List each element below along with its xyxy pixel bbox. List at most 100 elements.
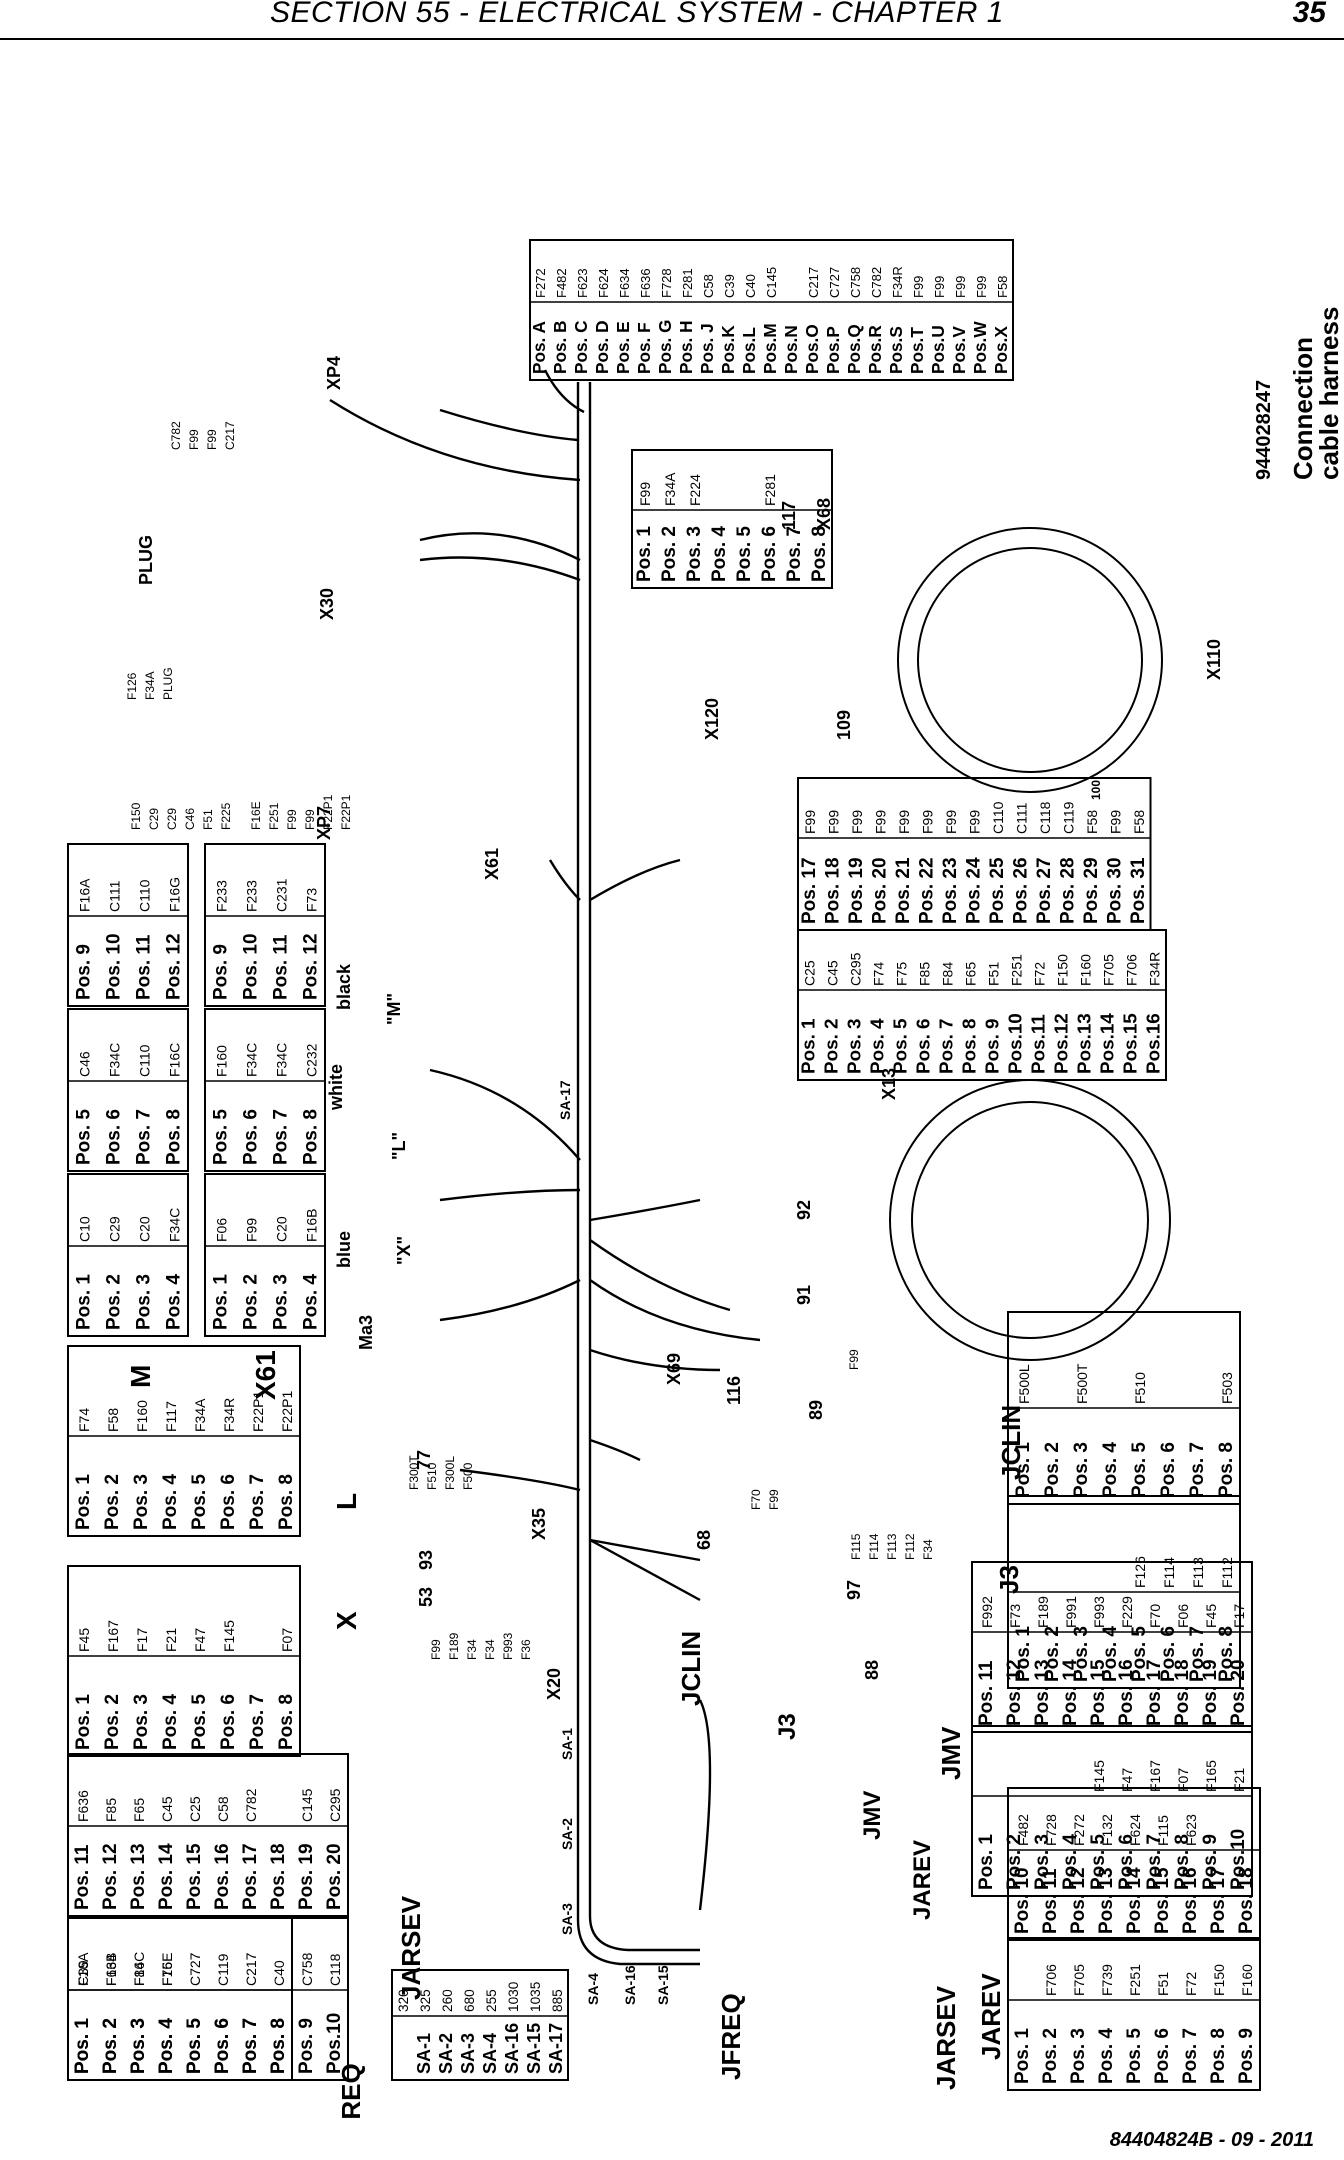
table-pos-label: Pos. 10 xyxy=(104,933,125,1000)
label-jfreq: JFREQ xyxy=(336,2063,366,2120)
xp4-wire-label: C782 xyxy=(169,421,183,450)
table-pos-label: Pos. 14 xyxy=(1060,1659,1081,1726)
table-code-value: F74 xyxy=(871,962,887,986)
table-pos-label: Pos. 3 xyxy=(1032,1834,1053,1890)
label-jarev-connector: JAREV xyxy=(909,1840,936,1920)
c97-wire-label: F113 xyxy=(885,1533,899,1560)
table-code-value: F233 xyxy=(244,880,260,912)
table-code-value: F17 xyxy=(134,1628,150,1652)
table-code-value: F16A xyxy=(75,1952,91,1986)
table-pos-label: Pos. 6 xyxy=(212,2018,233,2074)
table-pos-label: Pos.K xyxy=(718,325,738,374)
table-pos-label: Pos. 4 xyxy=(1100,1442,1121,1498)
table-pos-label: Pos. 5 xyxy=(1129,1626,1150,1682)
label-m: M xyxy=(125,1365,156,1388)
x20-wire-label: F36 xyxy=(519,1639,533,1660)
table-code-value: F705 xyxy=(1101,954,1117,986)
table-pos-label: Pos. 4 xyxy=(160,1694,181,1750)
table-code-value: F636 xyxy=(638,268,653,298)
table-pos-label: Pos. 26 xyxy=(1010,857,1031,924)
x20-wire-label: F34 xyxy=(483,1639,497,1660)
table-code-value: F16C xyxy=(131,1952,147,1986)
table-pos-label: Pos. 13 xyxy=(1096,1867,1117,1934)
table-code-value: F58 xyxy=(995,276,1010,298)
table-code-value: F500T xyxy=(1074,1363,1090,1404)
table-pos-label: Pos. 8 xyxy=(1216,1626,1237,1682)
table-pos-label: Pos. 2 xyxy=(821,1018,842,1074)
table-pos-label: Pos. 16 xyxy=(212,1843,233,1910)
table-code-value: F75 xyxy=(894,962,910,986)
connector-label-c92: 92 xyxy=(794,1200,814,1220)
table-code-value: C25 xyxy=(802,960,818,986)
table-pos-label: Pos. E xyxy=(613,321,633,374)
x110-connector xyxy=(897,527,1163,793)
table-code-value: F99 xyxy=(872,810,888,834)
table-pos-label: Pos.10 xyxy=(1005,1013,1026,1074)
table-code-value: F99 xyxy=(244,1218,260,1242)
table-code-value: C20 xyxy=(137,1216,153,1242)
table-pos-label: Pos. 3 xyxy=(271,1274,292,1330)
table-code-value: F112 xyxy=(1219,1557,1235,1588)
table-code-value: 255 xyxy=(484,1989,499,2012)
splice-label: SA-16 xyxy=(622,1965,638,2005)
connector-label-x20: X20 xyxy=(544,1668,564,1700)
table-code-value: C29 xyxy=(107,1216,123,1242)
table-pos-label: Pos. 13 xyxy=(128,1843,149,1910)
table-code-value: F272 xyxy=(1071,1814,1087,1846)
table-code-value: F281 xyxy=(762,474,778,506)
table-pos-label: Pos. 1 xyxy=(73,1474,94,1530)
table-pos-label: Pos. F xyxy=(634,322,654,374)
table-pos-label: Pos. 6 xyxy=(104,1109,125,1165)
table-pos-label: Pos. 7 xyxy=(271,1109,292,1165)
table-code-value: F34A xyxy=(662,472,678,506)
table-pos-label: Pos. 10 xyxy=(241,933,262,1000)
table-code-value: 260 xyxy=(440,1989,455,2012)
table-code-value: C295 xyxy=(848,952,864,986)
harness-trunk xyxy=(329,369,761,1966)
table-code-value: F34C xyxy=(274,1043,290,1077)
table-pos-label: Pos. 2 xyxy=(1042,1442,1063,1498)
xp7-wire-label: F99 xyxy=(285,809,299,830)
table-pos-label: Pos.Q xyxy=(844,324,864,374)
connector-label-l: "L" xyxy=(389,1132,409,1160)
table-pos-label: Pos. 5 xyxy=(1124,2028,1145,2084)
connector-label-xp7: XP7 xyxy=(314,806,334,840)
connector-label-c109: 109 xyxy=(834,710,854,740)
table-pos-label: Pos. 30 xyxy=(1104,857,1125,924)
table-pos-label: Pos. 8 xyxy=(268,2018,289,2074)
table-pos-label: Pos. 27 xyxy=(1034,857,1055,924)
table-code-value: F126 xyxy=(1132,1556,1148,1588)
table-code-value: F189 xyxy=(1035,1596,1051,1628)
table-code-value: F99 xyxy=(849,810,865,834)
table-pos-label: Pos. 2 xyxy=(659,526,680,582)
table-pos-label: Pos. 5 xyxy=(189,1474,210,1530)
table-pos-label: Pos. 5 xyxy=(890,1018,911,1074)
table-pos-label: Pos.11 xyxy=(1028,1014,1049,1074)
table-code-value: C58 xyxy=(215,1796,231,1822)
table-pos-label: Pos. 11 xyxy=(72,1844,93,1910)
table-pos-label: Pos. 5 xyxy=(184,2018,205,2074)
table-pos-label: Pos. 2 xyxy=(102,1694,123,1750)
c97-wire-label: F34 xyxy=(921,1539,935,1560)
table-pos-label: Pos. 14 xyxy=(1124,1867,1145,1934)
table-pos-label: Pos. 23 xyxy=(940,857,961,924)
part-number: 94402824​7 xyxy=(1253,380,1275,480)
label-jmv: JMV xyxy=(936,1726,966,1780)
table-pos-label: Pos. 3 xyxy=(1071,1626,1092,1682)
table-pos-label: Pos. 4 xyxy=(164,1274,185,1330)
table-code-value: F85 xyxy=(103,1798,119,1822)
table-pos-label: Pos.M xyxy=(760,323,780,374)
connector-label-c77: 77 xyxy=(414,1450,434,1470)
table-pos-label: Pos. 8 xyxy=(164,1109,185,1165)
connector-label-c116: 116 xyxy=(724,1376,744,1405)
table-code-value: F624 xyxy=(1127,1814,1143,1846)
table-code-value: C217 xyxy=(806,267,821,298)
table-code-value: F16E xyxy=(159,1953,175,1986)
table-code-value: C110 xyxy=(137,879,153,912)
table-pos-label: Pos. 7 xyxy=(1187,1442,1208,1498)
table-pos-label: Pos. 1 xyxy=(74,1274,95,1330)
